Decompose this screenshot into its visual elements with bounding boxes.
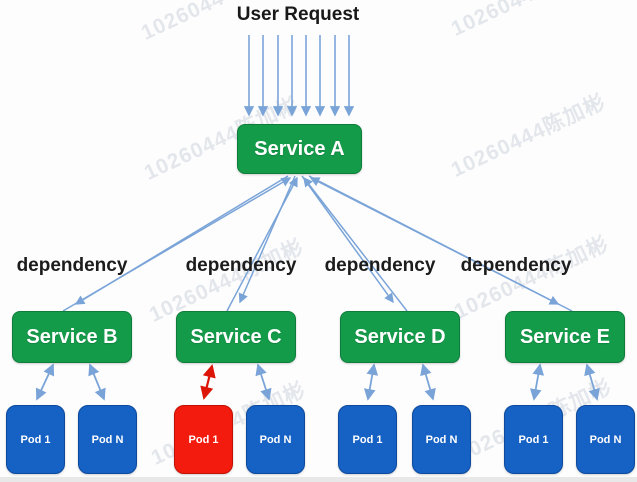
pod-d-n: Pod N bbox=[412, 405, 471, 474]
pod-arrows bbox=[35, 363, 600, 401]
pod-c-1-failing: Pod 1 bbox=[174, 405, 233, 474]
pod-b-n-label: Pod N bbox=[91, 433, 124, 446]
service-c-box: Service C bbox=[176, 311, 296, 363]
watermark: 10260444陈加彬 bbox=[447, 90, 610, 182]
service-a-label: Service A bbox=[254, 137, 345, 160]
pod-b-n: Pod N bbox=[78, 405, 137, 474]
service-b-label: Service B bbox=[26, 325, 118, 348]
pod-arrow-b-pod1 bbox=[35, 363, 55, 401]
pod-d-1: Pod 1 bbox=[338, 405, 397, 474]
service-e-label: Service E bbox=[519, 325, 611, 348]
pod-d-n-label: Pod N bbox=[425, 433, 458, 446]
bottom-edge bbox=[0, 477, 637, 482]
pod-e-1-label: Pod 1 bbox=[518, 433, 549, 446]
dependency-label-e: dependency bbox=[460, 255, 572, 276]
pod-arrow-e-pod1 bbox=[529, 363, 545, 401]
pod-d-1-label: Pod 1 bbox=[352, 433, 383, 446]
pod-e-n: Pod N bbox=[576, 405, 635, 474]
dependency-arrow-a-to-d bbox=[301, 175, 394, 304]
service-b-box: Service B bbox=[12, 311, 132, 363]
pod-arrow-d-podn bbox=[420, 363, 436, 401]
pod-arrow-c-pod1-failing bbox=[200, 364, 216, 400]
watermark: 10260444陈加彬 bbox=[446, 0, 610, 43]
service-d-box: Service D bbox=[340, 311, 460, 363]
pod-c-n-label: Pod N bbox=[259, 433, 292, 446]
dependency-label-d: dependency bbox=[324, 255, 436, 276]
service-d-label: Service D bbox=[354, 325, 446, 348]
dependency-label-c: dependency bbox=[185, 255, 297, 276]
service-c-label: Service C bbox=[190, 325, 282, 348]
pod-e-n-label: Pod N bbox=[589, 433, 622, 446]
service-e-box: Service E bbox=[505, 311, 625, 363]
pod-arrow-d-pod1 bbox=[363, 363, 379, 401]
pod-b-1-label: Pod 1 bbox=[20, 433, 51, 446]
pod-b-1: Pod 1 bbox=[6, 405, 65, 474]
pod-c-n: Pod N bbox=[246, 405, 305, 474]
pod-arrow-b-podn bbox=[88, 363, 106, 401]
dependency-label-b: dependency bbox=[16, 255, 128, 276]
pod-e-1: Pod 1 bbox=[504, 405, 563, 474]
page-title: User Request bbox=[236, 4, 360, 25]
pod-c-1-label: Pod 1 bbox=[188, 433, 219, 446]
dependency-arrow-d-to-a bbox=[303, 176, 408, 312]
service-a-box: Service A bbox=[237, 124, 362, 174]
